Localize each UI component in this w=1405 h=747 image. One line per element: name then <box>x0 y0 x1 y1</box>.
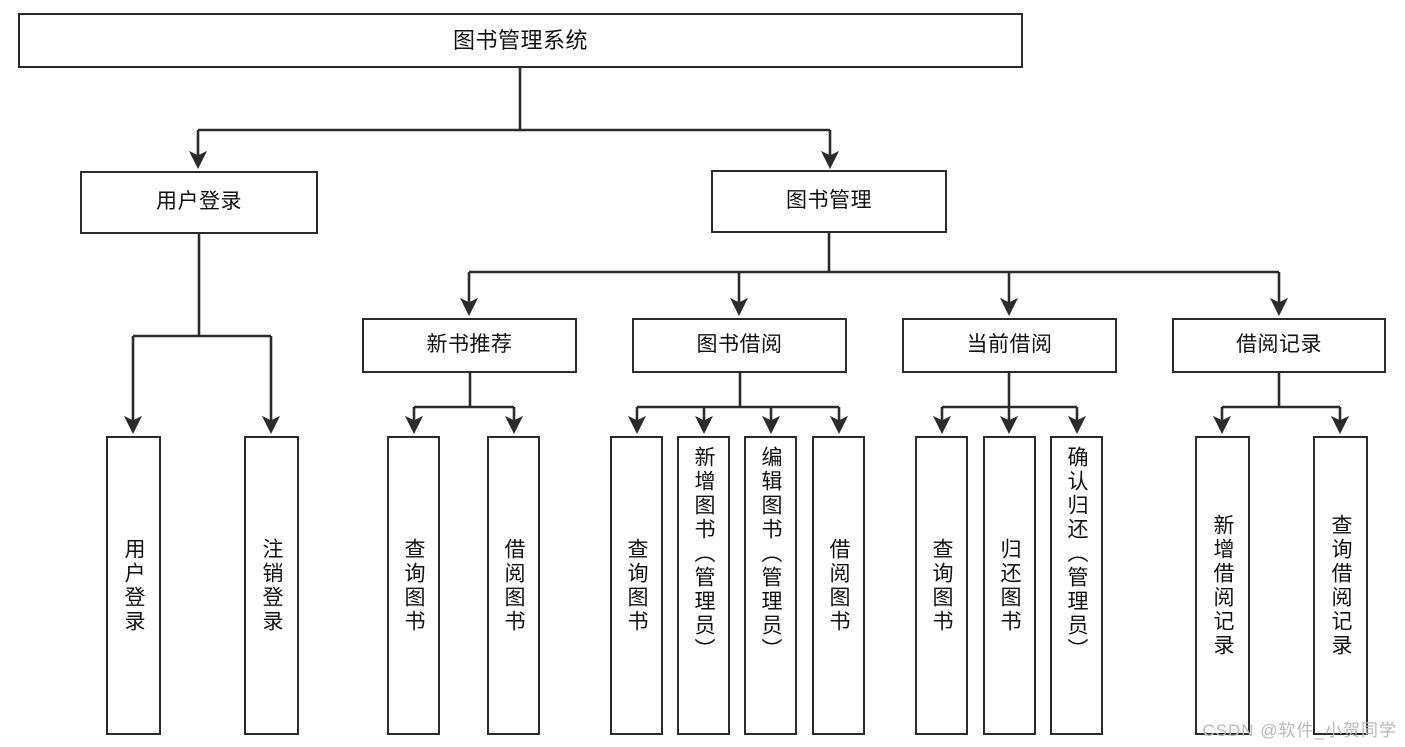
leaf-query-book-2-label: 查询图书 <box>625 537 648 634</box>
node-root[interactable]: 图书管理系统 <box>18 13 1023 68</box>
leaf-user-logout[interactable]: 注销登录 <box>244 436 299 735</box>
node-book-manage[interactable]: 图书管理 <box>711 170 947 233</box>
leaf-query-book-2[interactable]: 查询图书 <box>610 436 663 735</box>
leaf-user-login[interactable]: 用户登录 <box>106 436 161 735</box>
leaf-borrow-book-2[interactable]: 借阅图书 <box>812 436 865 735</box>
leaf-query-book-3[interactable]: 查询图书 <box>915 436 968 735</box>
node-user-login-label: 用户登录 <box>156 190 242 214</box>
leaf-return-book[interactable]: 归还图书 <box>983 436 1036 735</box>
node-new-book-recommend[interactable]: 新书推荐 <box>362 318 577 373</box>
leaf-edit-book-label: 编辑图书（管理员） <box>759 446 782 662</box>
leaf-borrow-book-1[interactable]: 借阅图书 <box>487 436 540 735</box>
leaf-query-record[interactable]: 查询借阅记录 <box>1313 436 1368 735</box>
node-book-borrow-label: 图书借阅 <box>696 333 783 357</box>
node-borrow-record-label: 借阅记录 <box>1236 333 1322 357</box>
node-current-borrow[interactable]: 当前借阅 <box>902 318 1117 373</box>
leaf-query-book-1-label: 查询图书 <box>402 537 425 634</box>
leaf-return-book-label: 归还图书 <box>998 537 1021 634</box>
node-root-label: 图书管理系统 <box>452 27 588 53</box>
leaf-user-login-label: 用户登录 <box>122 537 145 634</box>
leaf-confirm-return[interactable]: 确认归还（管理员） <box>1050 436 1103 735</box>
node-current-borrow-label: 当前借阅 <box>966 333 1053 357</box>
leaf-user-logout-label: 注销登录 <box>260 537 283 634</box>
node-new-book-recommend-label: 新书推荐 <box>426 333 513 357</box>
leaf-query-record-label: 查询借阅记录 <box>1329 513 1352 658</box>
node-book-borrow[interactable]: 图书借阅 <box>632 318 847 373</box>
node-borrow-record[interactable]: 借阅记录 <box>1172 318 1386 373</box>
leaf-query-book-1[interactable]: 查询图书 <box>387 436 440 735</box>
leaf-add-book-label: 新增图书（管理员） <box>692 446 715 662</box>
leaf-edit-book[interactable]: 编辑图书（管理员） <box>744 436 797 735</box>
leaf-confirm-return-label: 确认归还（管理员） <box>1065 446 1088 662</box>
node-user-login[interactable]: 用户登录 <box>80 171 318 234</box>
leaf-add-record[interactable]: 新增借阅记录 <box>1195 436 1250 735</box>
leaf-borrow-book-2-label: 借阅图书 <box>827 537 850 634</box>
node-book-manage-label: 图书管理 <box>786 189 872 213</box>
leaf-borrow-book-1-label: 借阅图书 <box>502 537 525 634</box>
leaf-add-record-label: 新增借阅记录 <box>1211 513 1234 658</box>
leaf-add-book[interactable]: 新增图书（管理员） <box>677 436 730 735</box>
leaf-query-book-3-label: 查询图书 <box>930 537 953 634</box>
